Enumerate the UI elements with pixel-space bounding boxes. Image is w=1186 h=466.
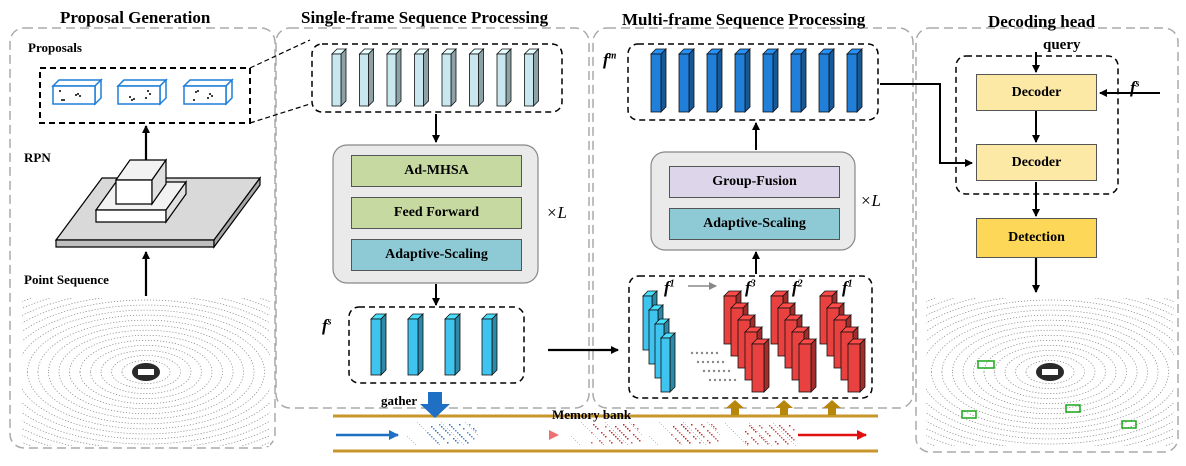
- f1-red-superscript: 1: [848, 278, 853, 289]
- query-label: query: [1043, 37, 1081, 54]
- feature-bar: [415, 49, 429, 106]
- memory-scan: [406, 420, 478, 448]
- f2-superscript: 2: [798, 278, 803, 289]
- dotted-links: [691, 352, 736, 381]
- f1-symbol-red: f1: [842, 278, 853, 298]
- single-output-features: [371, 314, 497, 375]
- gather-label: gather: [381, 393, 417, 409]
- proposal-cube: [118, 80, 166, 104]
- detection-block: Detection: [976, 218, 1097, 258]
- f2-symbol: f2: [792, 278, 803, 298]
- feature-bar: [679, 49, 694, 112]
- memory-feature-red: [752, 339, 769, 392]
- fm-to-decoder-arrow: [880, 84, 972, 163]
- f1-blue-superscript: 1: [670, 278, 675, 289]
- multi-output-features: [651, 49, 862, 112]
- proposal-generation-title: Proposal Generation: [60, 8, 210, 28]
- memory-bank-label: Memory bank: [552, 407, 631, 423]
- feature-bar: [735, 49, 750, 112]
- feature-bar: [819, 49, 834, 112]
- feature-bar: [387, 49, 401, 106]
- fs-symbol: fs: [322, 316, 332, 336]
- memory-scans: [406, 420, 797, 448]
- proposal-zoom-line-top: [250, 40, 310, 68]
- feature-bar: [791, 49, 806, 112]
- f1-symbol-blue: f1: [664, 278, 675, 298]
- gather-arrow: [420, 392, 450, 418]
- memory-scan: [570, 420, 642, 448]
- feature-bar: [497, 49, 511, 106]
- gold-up-arrows: [726, 400, 841, 415]
- proposal-cube: [53, 80, 101, 104]
- feature-bar: [371, 314, 386, 375]
- multi-frame-title: Multi-frame Sequence Processing: [622, 10, 865, 30]
- fs-superscript: s: [328, 316, 332, 327]
- feature-bar: [847, 49, 862, 112]
- feature-bar: [408, 314, 423, 375]
- feature-bar: [332, 49, 346, 106]
- f3-symbol: f3: [745, 278, 756, 298]
- feature-bar: [482, 314, 497, 375]
- memory-feature-red: [848, 339, 865, 392]
- f3-superscript: 3: [751, 278, 756, 289]
- rpn-illustration: [56, 160, 260, 247]
- memory-feature-red: [799, 339, 816, 392]
- feature-bar: [442, 49, 456, 106]
- feature-bar: [525, 49, 539, 106]
- decoder-fs-superscript: s: [1136, 78, 1140, 89]
- decoding-head-title: Decoding head: [988, 12, 1095, 32]
- ad-mhsa-block: Ad-MHSA: [351, 155, 522, 187]
- decoder-block-2: Decoder: [976, 144, 1097, 181]
- fm-symbol: fm: [603, 50, 616, 70]
- feature-bar: [360, 49, 374, 106]
- decoder-block-1: Decoder: [976, 74, 1097, 111]
- point-sequence-label: Point Sequence: [24, 272, 109, 288]
- rpn-label: RPN: [24, 150, 51, 166]
- proposal-zoom-line-bottom: [250, 104, 310, 123]
- decoder-fs-symbol: fs: [1130, 78, 1140, 98]
- multi-adaptive-scaling-block: Adaptive-Scaling: [669, 208, 840, 240]
- memory-feature-blue: [661, 333, 675, 392]
- feature-bar: [445, 314, 460, 375]
- proposal-cubes: [53, 80, 232, 104]
- feature-bar: [707, 49, 722, 112]
- feature-bar: [651, 49, 666, 112]
- memory-scan: [725, 420, 797, 448]
- group-fusion-block: Group-Fusion: [669, 166, 840, 198]
- feed-forward-block: Feed Forward: [351, 197, 522, 229]
- feature-bar: [470, 49, 484, 106]
- fm-superscript: m: [609, 50, 617, 61]
- memory-features: [643, 291, 865, 392]
- single-adaptive-scaling-block: Adaptive-Scaling: [351, 239, 522, 271]
- feature-bar: [763, 49, 778, 112]
- multi-repeat-label: ×L: [860, 191, 881, 211]
- memory-scan: [648, 420, 720, 448]
- single-repeat-label: ×L: [546, 203, 567, 223]
- proposals-label: Proposals: [28, 40, 82, 56]
- proposal-cube: [184, 80, 232, 104]
- single-input-features: [332, 49, 539, 106]
- single-frame-title: Single-frame Sequence Processing: [301, 8, 548, 28]
